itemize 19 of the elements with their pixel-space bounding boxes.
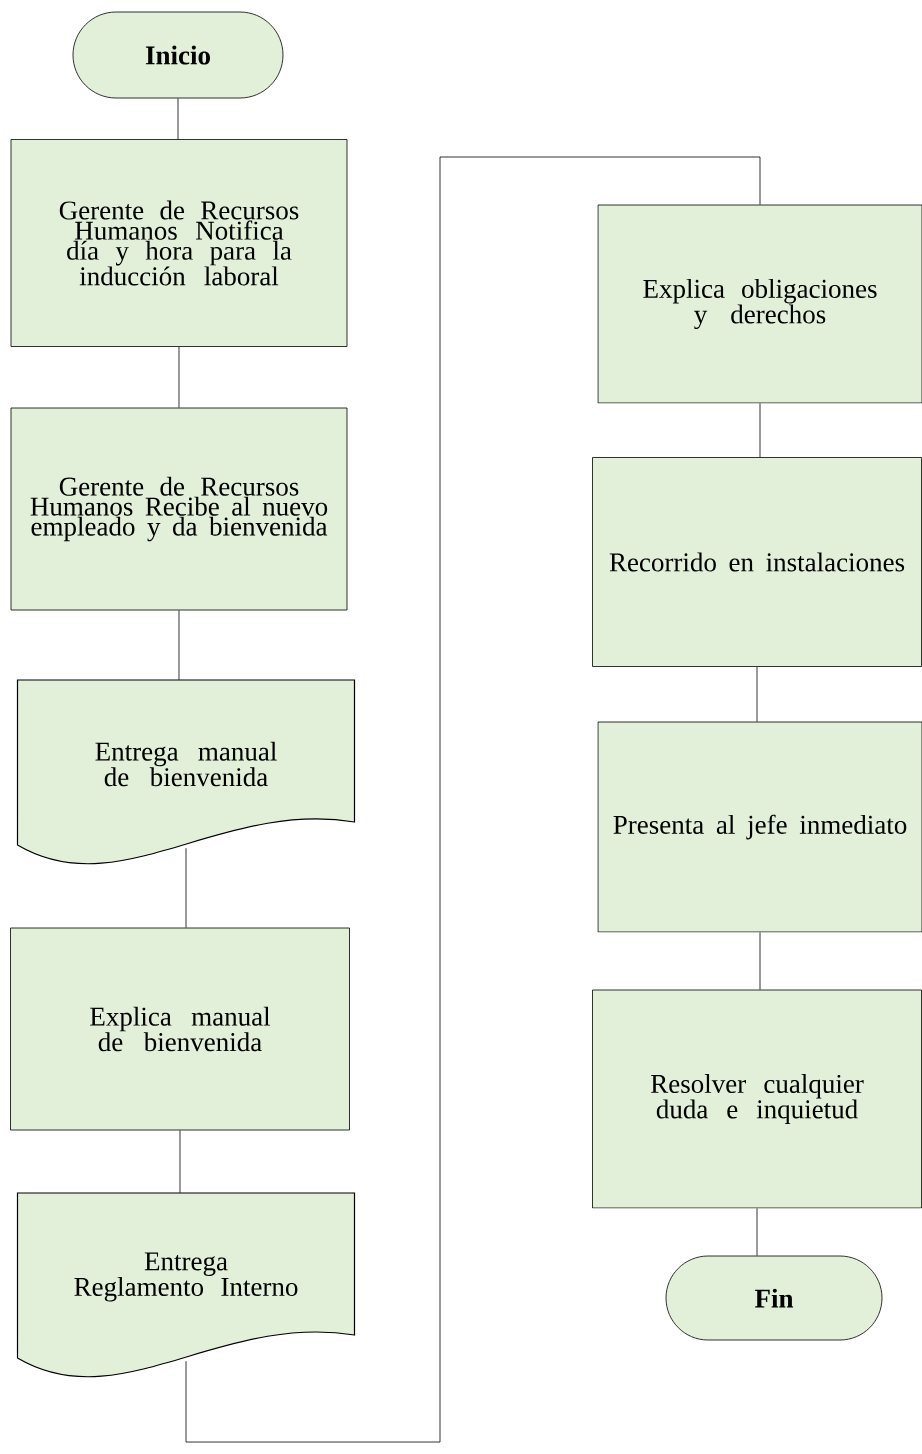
- terminal-box: Fin: [665, 1255, 883, 1341]
- connector-line: [759, 932, 761, 990]
- process-box: Explica manual de bienvenida: [10, 927, 350, 1131]
- connector-line: [756, 666, 758, 722]
- terminal-box: Inicio: [72, 11, 284, 99]
- connector-line: [185, 156, 761, 1443]
- connector-line: [759, 403, 761, 458]
- process-box: Resolver cualquier duda e inquietud: [592, 989, 922, 1209]
- process-box: Recorrido en instalaciones: [592, 457, 922, 667]
- connector-line: [177, 98, 179, 140]
- process-box: Explica obligaciones y derechos: [597, 204, 922, 404]
- connector-line: [185, 847, 187, 928]
- connector-line: [756, 1208, 758, 1256]
- process-box: Gerente de Recursos Humanos Recibe al nuevo empleado y da bienvenida: [10, 407, 348, 611]
- process-box: Gerente de Recursos Humanos Notifica día y hora para la inducción laboral: [10, 139, 348, 347]
- connector-line: [178, 610, 180, 681]
- connector-line: [179, 1130, 181, 1194]
- connector-line: [178, 346, 180, 408]
- process-box: Presenta al jefe inmediato: [597, 721, 922, 933]
